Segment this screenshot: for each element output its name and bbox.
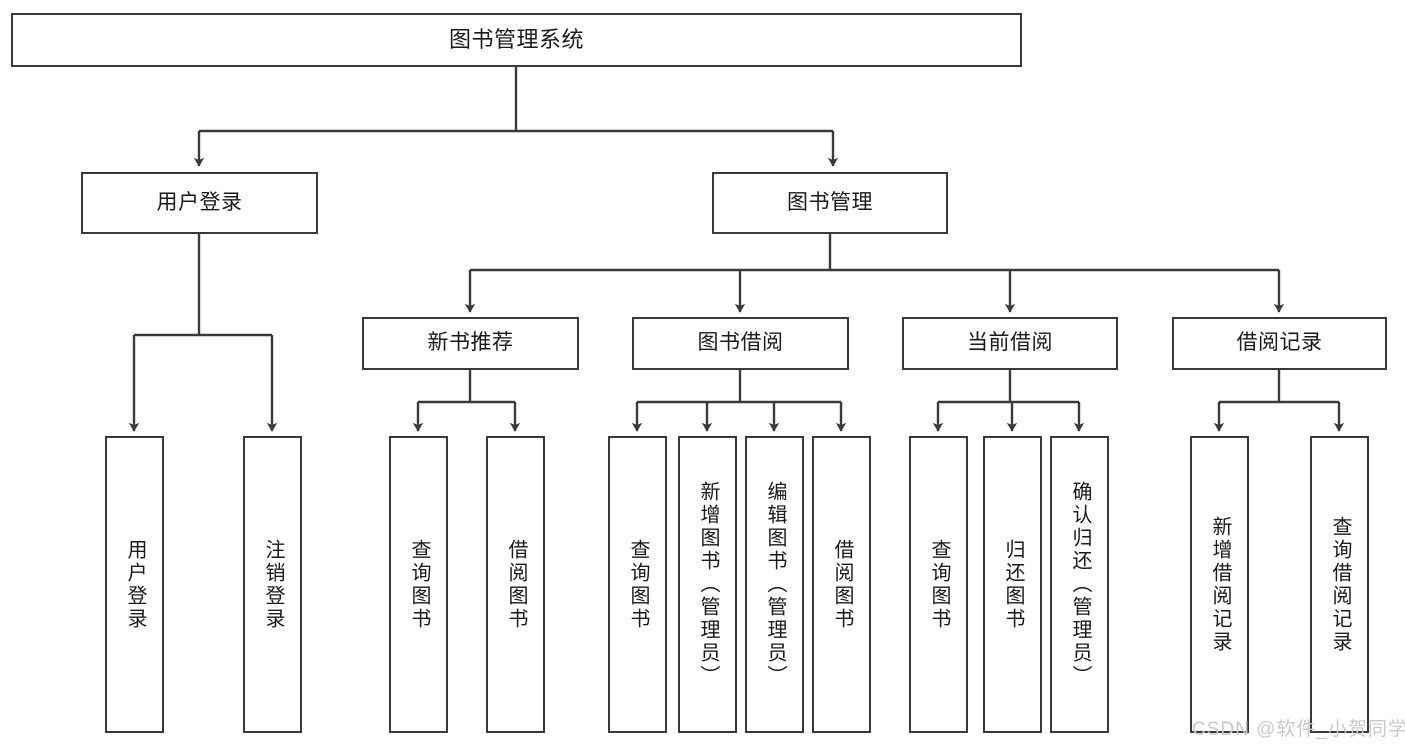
leaf-add-book[interactable]: 新增图书（管理员） <box>678 436 737 733</box>
leaf-add-book-label: 新增图书（管理员） <box>697 481 719 688</box>
leaf-query-record[interactable]: 查询借阅记录 <box>1310 436 1369 733</box>
csdn-watermark: CSDN @软件_小贺同学 <box>1192 719 1405 740</box>
leaf-query-book-3[interactable]: 查询图书 <box>909 436 968 733</box>
leaf-confirm-return-label: 确认归还（管理员） <box>1069 481 1091 688</box>
node-root[interactable]: 图书管理系统 <box>11 13 1022 67</box>
leaf-user-login[interactable]: 用户登录 <box>105 436 164 733</box>
node-current-borrow[interactable]: 当前借阅 <box>902 317 1118 370</box>
leaf-query-book-1-label: 查询图书 <box>408 538 430 631</box>
node-new-book-recommend[interactable]: 新书推荐 <box>362 317 579 370</box>
node-borrow-record-label: 借阅记录 <box>1236 331 1323 355</box>
leaf-borrow-book-1[interactable]: 借阅图书 <box>486 436 545 733</box>
node-book-borrow[interactable]: 图书借阅 <box>632 317 849 370</box>
node-current-borrow-label: 当前借阅 <box>967 331 1053 355</box>
leaf-return-book[interactable]: 归还图书 <box>983 436 1042 733</box>
node-root-label: 图书管理系统 <box>448 27 584 53</box>
leaf-edit-book-label: 编辑图书（管理员） <box>764 481 786 688</box>
leaf-query-book-3-label: 查询图书 <box>928 538 950 631</box>
leaf-borrow-book-2[interactable]: 借阅图书 <box>812 436 871 733</box>
leaf-query-record-label: 查询借阅记录 <box>1329 515 1351 654</box>
leaf-borrow-book-2-label: 借阅图书 <box>831 538 853 631</box>
leaf-query-book-2[interactable]: 查询图书 <box>608 436 667 733</box>
leaf-confirm-return[interactable]: 确认归还（管理员） <box>1050 436 1109 733</box>
node-book-manage[interactable]: 图书管理 <box>712 172 948 234</box>
leaf-user-logout-label: 注销登录 <box>262 538 284 631</box>
node-user-login[interactable]: 用户登录 <box>81 172 318 234</box>
node-book-manage-label: 图书管理 <box>787 190 873 214</box>
leaf-add-record-label: 新增借阅记录 <box>1209 515 1231 654</box>
leaf-query-book-2-label: 查询图书 <box>627 538 649 631</box>
leaf-query-book-1[interactable]: 查询图书 <box>389 436 448 733</box>
leaf-borrow-book-1-label: 借阅图书 <box>505 538 527 631</box>
leaf-user-logout[interactable]: 注销登录 <box>243 436 302 733</box>
leaf-add-record[interactable]: 新增借阅记录 <box>1190 436 1249 733</box>
node-borrow-record[interactable]: 借阅记录 <box>1172 317 1387 370</box>
node-user-login-label: 用户登录 <box>156 190 243 214</box>
leaf-return-book-label: 归还图书 <box>1002 538 1024 631</box>
node-book-borrow-label: 图书借阅 <box>697 331 784 355</box>
leaf-user-login-label: 用户登录 <box>124 538 146 631</box>
leaf-edit-book[interactable]: 编辑图书（管理员） <box>745 436 804 733</box>
node-new-book-recommend-label: 新书推荐 <box>427 331 514 355</box>
